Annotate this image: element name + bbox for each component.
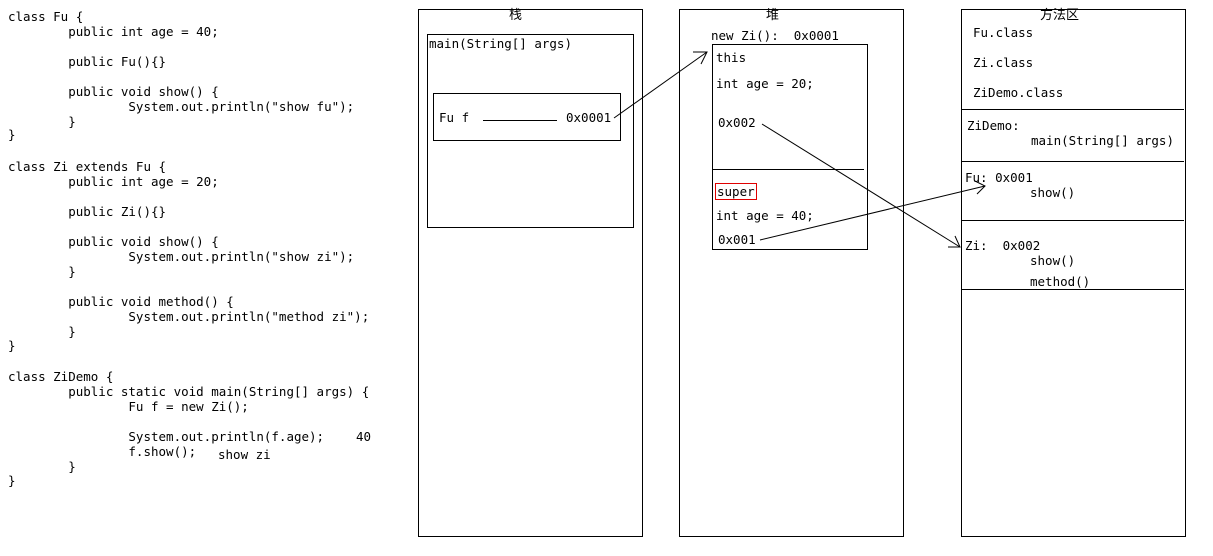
local-variable-box bbox=[433, 93, 621, 141]
code-line: } bbox=[8, 264, 76, 279]
code-line: System.out.println(f.age); bbox=[8, 429, 325, 444]
method-area-divider bbox=[962, 161, 1184, 162]
arrow-stack-to-heap bbox=[613, 51, 708, 119]
code-line: f.show(); bbox=[8, 444, 197, 459]
code-line: } bbox=[8, 338, 16, 353]
method-area-divider bbox=[962, 109, 1184, 110]
arrow-head bbox=[693, 51, 708, 65]
code-line: public Zi(){} bbox=[8, 204, 167, 219]
variable-underline bbox=[483, 120, 557, 121]
arrow-zi-ref-to-method-area bbox=[761, 123, 961, 248]
code-line: } bbox=[8, 127, 16, 142]
code-line: } bbox=[8, 114, 76, 129]
heap-object-label: new Zi(): 0x0001 bbox=[711, 28, 839, 43]
zi-class-label: Zi: 0x002 bbox=[965, 238, 1041, 253]
zi-method-method: method() bbox=[1030, 274, 1091, 289]
arrow-fu-ref-to-method-area bbox=[759, 185, 986, 241]
code-line: System.out.println("show zi"); bbox=[8, 249, 355, 264]
local-variable-label: Fu f bbox=[439, 110, 470, 125]
this-age: int age = 20; bbox=[716, 76, 814, 91]
super-label: super bbox=[715, 183, 757, 200]
stack-panel bbox=[418, 9, 643, 537]
code-line: } bbox=[8, 459, 76, 474]
heap-panel bbox=[679, 9, 904, 537]
code-line: System.out.println("show fu"); bbox=[8, 99, 355, 114]
code-line: Fu f = new Zi(); bbox=[8, 399, 249, 414]
zi-object bbox=[712, 44, 868, 250]
method-area-title: 方法区 bbox=[1040, 8, 1080, 23]
fu-class-label: Fu: 0x001 bbox=[965, 170, 1033, 185]
main-frame-label: main(String[] args) bbox=[429, 36, 572, 51]
method-area-divider bbox=[962, 289, 1184, 290]
arrow-head bbox=[974, 180, 986, 195]
method-area-divider bbox=[962, 220, 1184, 221]
code-line: } bbox=[8, 473, 16, 488]
code-line: System.out.println("method zi"); bbox=[8, 309, 370, 324]
local-variable-value: 0x0001 bbox=[566, 110, 612, 125]
class-file-zidemo: ZiDemo.class bbox=[973, 85, 1064, 100]
zi-show-method: show() bbox=[1030, 253, 1076, 268]
code-line: } bbox=[8, 324, 76, 339]
main-frame bbox=[427, 34, 634, 228]
code-line: public int age = 40; bbox=[8, 24, 219, 39]
heap-title: 堆 bbox=[766, 8, 780, 23]
arrow-head bbox=[948, 235, 961, 248]
annotation-show-output: show zi bbox=[218, 447, 271, 462]
code-line: class Zi extends Fu { bbox=[8, 159, 167, 174]
stack-title: 栈 bbox=[509, 8, 523, 23]
class-file-fu: Fu.class bbox=[973, 25, 1034, 40]
this-label: this bbox=[716, 50, 747, 65]
code-line: public void method() { bbox=[8, 294, 234, 309]
zidemo-class-label: ZiDemo: bbox=[967, 118, 1020, 133]
this-class-ref: 0x002 bbox=[718, 115, 756, 130]
code-line: public static void main(String[] args) { bbox=[8, 384, 370, 399]
code-line: public void show() { bbox=[8, 234, 219, 249]
code-line: class Fu { bbox=[8, 9, 84, 24]
super-class-ref: 0x001 bbox=[718, 232, 756, 247]
class-file-zi: Zi.class bbox=[973, 55, 1034, 70]
method-area-panel bbox=[961, 9, 1186, 537]
code-line: public int age = 20; bbox=[8, 174, 219, 189]
code-line: public Fu(){} bbox=[8, 54, 167, 69]
object-divider bbox=[712, 169, 864, 170]
code-line: public void show() { bbox=[8, 84, 219, 99]
super-age: int age = 40; bbox=[716, 208, 814, 223]
zidemo-main-method: main(String[] args) bbox=[1031, 133, 1174, 148]
fu-show-method: show() bbox=[1030, 185, 1076, 200]
code-line: class ZiDemo { bbox=[8, 369, 114, 384]
annotation-age-output: 40 bbox=[356, 429, 372, 444]
